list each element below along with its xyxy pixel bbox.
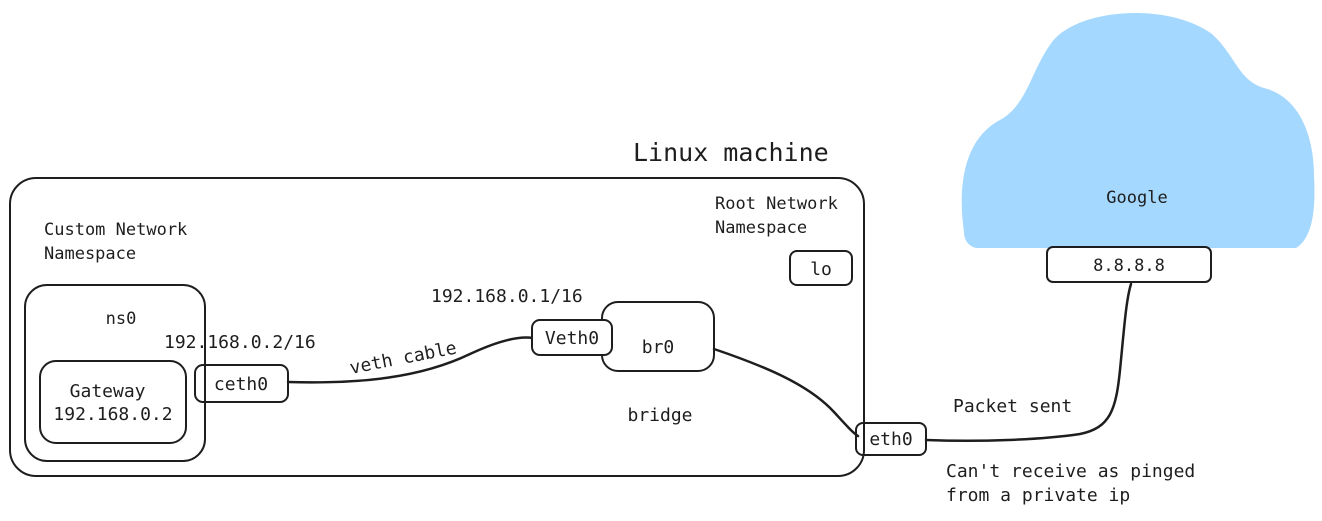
bridge-to-eth0-line (712, 347, 860, 438)
veth-ip-label: 192.168.0.1/16 (431, 286, 583, 307)
eth0-to-google-line (924, 282, 1133, 442)
veth-cable-line (286, 336, 535, 384)
ceth-ip-label: 192.168.0.2/16 (164, 332, 316, 353)
gateway-label: Gateway 192.168.0.2 (53, 381, 172, 425)
private-ip-note: Can't receive as pinged from a private i… (946, 461, 1206, 506)
veth0-label: Veth0 (545, 328, 599, 349)
ns0-box (24, 284, 206, 462)
ceth0-box (194, 364, 289, 403)
gateway-box (39, 360, 187, 444)
ns0-label: ns0 (106, 309, 137, 329)
cloud-label: Google (1106, 188, 1167, 208)
root-namespace-label: Root Network Namespace (715, 194, 848, 238)
eth0-label: eth0 (869, 429, 912, 450)
linux-machine-box (9, 177, 865, 477)
google-cloud (961, 12, 1315, 248)
bridge-caption: bridge (627, 405, 692, 426)
ceth0-label: ceth0 (214, 374, 268, 395)
br0-label: br0 (642, 337, 675, 358)
linux-machine-title: Linux machine (633, 138, 829, 167)
google-ip-box (1046, 246, 1212, 283)
lo-box (789, 250, 853, 286)
veth0-box (531, 319, 613, 356)
google-ip-label: 8.8.8.8 (1093, 256, 1165, 276)
lo-label: lo (810, 259, 832, 280)
veth-cable-label: veth cable (348, 338, 458, 379)
packet-sent-label: Packet sent (953, 396, 1072, 417)
custom-namespace-label: Custom Network Namespace (44, 220, 198, 264)
